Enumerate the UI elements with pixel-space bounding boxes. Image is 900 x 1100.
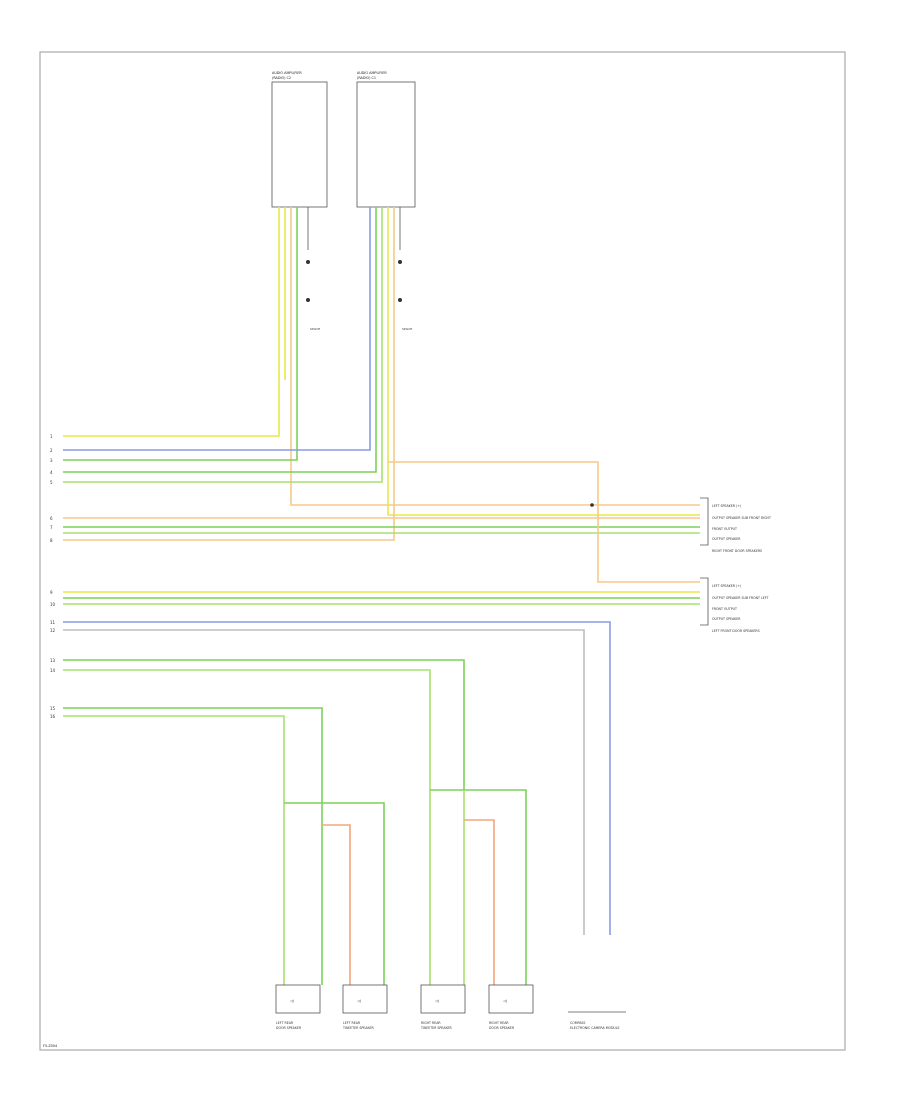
speaker-icon: ◁) xyxy=(435,999,440,1003)
connector-label: OUTPUT SPEAKER SUB FRONT RIGHT xyxy=(712,516,771,520)
wire-green-7 xyxy=(284,802,385,985)
connector-label: OUTPUT SPEAKER SUB FRONT LEFT xyxy=(712,596,769,600)
connector-label: OUTPUT SPEAKER xyxy=(712,617,741,621)
wire-ltgreen-1 xyxy=(63,207,383,483)
module-top-left-label-2: (RADIO) C2 xyxy=(272,76,291,80)
speaker-icon: ◁) xyxy=(290,999,295,1003)
module-top-left: AUDIO AMPLIFIER (RADIO) C2 xyxy=(271,71,328,208)
component-sub: TWEETER SPEAKER xyxy=(342,1026,375,1030)
speaker-right-rear-tweeter: ◁) RIGHT REAR TWEETER SPEAKER xyxy=(420,984,466,1030)
connector-box-label: RIGHT FRONT DOOR SPEAKERS xyxy=(712,549,762,553)
speaker-icon: ◁) xyxy=(357,999,362,1003)
speaker-box xyxy=(488,984,534,1014)
connector-label: FRONT OUTPUT xyxy=(712,607,737,611)
wire-blue-2 xyxy=(63,621,611,935)
module-top-right-label-1: AUDIO AMPLIFIER xyxy=(357,71,387,75)
component-sub: DOOR SPEAKER xyxy=(276,1026,302,1030)
pin-number: 12 xyxy=(50,628,56,633)
wire-green-1 xyxy=(63,207,298,461)
component-name: RIGHT REAR xyxy=(489,1021,509,1025)
wire-yellow-2 xyxy=(387,207,700,516)
top-module-wires xyxy=(63,207,700,541)
pin-number: 15 xyxy=(50,706,56,711)
wire-ltgreen-4 xyxy=(63,669,431,985)
component-name: LEFT REAR xyxy=(343,1021,361,1025)
pin-number: 7 xyxy=(50,525,53,530)
speaker-icon: ◁) xyxy=(503,999,508,1003)
speaker-box xyxy=(420,984,466,1014)
ground-icon xyxy=(398,298,402,302)
bottom-wiring xyxy=(284,720,527,985)
speaker-left-rear-door: ◁) LEFT REAR DOOR SPEAKER xyxy=(275,984,321,1030)
ground-icons xyxy=(306,260,402,302)
pin-number: 16 xyxy=(50,714,56,719)
pin-number: 1 xyxy=(50,434,53,439)
pin-number: 3 xyxy=(50,458,53,463)
wire-green-5 xyxy=(63,659,465,790)
wire-orange-2 xyxy=(63,207,395,541)
wire-ltgreen-5 xyxy=(63,715,285,985)
corner-code: F5-Z004 xyxy=(43,1044,57,1048)
pin-number: 2 xyxy=(50,448,53,453)
splice-dot xyxy=(590,503,594,507)
wire-blue-1 xyxy=(63,207,371,451)
wire-green-9 xyxy=(430,789,527,985)
pin-number: 9 xyxy=(50,590,53,595)
pin-number: 11 xyxy=(50,620,56,625)
component-sub: DOOR SPEAKER xyxy=(489,1026,515,1030)
pin-number: 4 xyxy=(50,470,53,475)
component-name: COMPASS xyxy=(570,1021,585,1025)
pin-number: 6 xyxy=(50,516,53,521)
ground-icon xyxy=(306,298,310,302)
connector-label: LEFT SPEAKER (+) xyxy=(712,504,741,508)
connector-label: OUTPUT SPEAKER xyxy=(712,537,741,541)
pin-number: 5 xyxy=(50,480,53,485)
ground-icon xyxy=(306,260,310,264)
diagram-frame xyxy=(39,51,846,1051)
connector-box-label: LEFT FRONT DOOR SPEAKERS xyxy=(712,629,760,633)
connector-label: FRONT OUTPUT xyxy=(712,527,737,531)
connector-bracket xyxy=(700,577,709,626)
wire-salmon-1 xyxy=(322,824,351,985)
splice-label: SPLICE xyxy=(402,327,412,331)
component-name: RIGHT REAR xyxy=(421,1021,441,1025)
connector-bracket xyxy=(700,497,709,546)
splice-label: SPLICE xyxy=(310,327,320,331)
wire-green-6 xyxy=(63,707,323,720)
speaker-right-rear-door: ◁) RIGHT REAR DOOR SPEAKER xyxy=(488,984,534,1030)
wire-orange-4 xyxy=(388,461,700,583)
wire-yellow-1 xyxy=(63,207,280,437)
component-sub: TWEETER SPEAKER xyxy=(420,1026,453,1030)
wire-salmon-2 xyxy=(464,819,495,985)
pin-number: 8 xyxy=(50,538,53,543)
module-top-left-box xyxy=(271,81,328,208)
wire-gray-1 xyxy=(63,629,585,935)
pin-number: 13 xyxy=(50,658,56,663)
right-connector-1: LEFT SPEAKER (+) OUTPUT SPEAKER SUB FRON… xyxy=(700,497,771,553)
wire-green-2 xyxy=(63,207,377,473)
horizontal-bus xyxy=(63,461,700,985)
compass-camera-module: COMPASS ELECTRONIC CAMERA MODULE xyxy=(568,1011,626,1030)
pin-number: 10 xyxy=(50,602,56,607)
module-top-right-label-2: (RADIO) C1 xyxy=(357,76,376,80)
component-name: LEFT REAR xyxy=(276,1021,294,1025)
module-top-right: AUDIO AMPLIFIER (RADIO) C1 xyxy=(356,71,416,208)
wire-orange-1 xyxy=(290,207,700,506)
pin-number: 14 xyxy=(50,668,56,673)
splices: SPLICE SPLICE xyxy=(310,327,594,507)
module-top-left-label-1: AUDIO AMPLIFIER xyxy=(272,71,302,75)
speaker-box xyxy=(342,984,388,1014)
component-sub: ELECTRONIC CAMERA MODULE xyxy=(570,1026,620,1030)
right-connector-2: LEFT SPEAKER (+) OUTPUT SPEAKER SUB FRON… xyxy=(700,577,769,633)
speaker-left-rear-tweeter: ◁) LEFT REAR TWEETER SPEAKER xyxy=(342,984,388,1030)
left-pin-numbers: 1 2 3 4 5 6 7 8 9 10 11 12 13 14 15 16 xyxy=(50,434,56,719)
bottom-components: ◁) LEFT REAR DOOR SPEAKER ◁) LEFT REAR T… xyxy=(275,984,626,1030)
module-top-right-box xyxy=(356,81,416,208)
speaker-box xyxy=(275,984,321,1014)
ground-icon xyxy=(398,260,402,264)
connector-label: LEFT SPEAKER (+) xyxy=(712,584,741,588)
